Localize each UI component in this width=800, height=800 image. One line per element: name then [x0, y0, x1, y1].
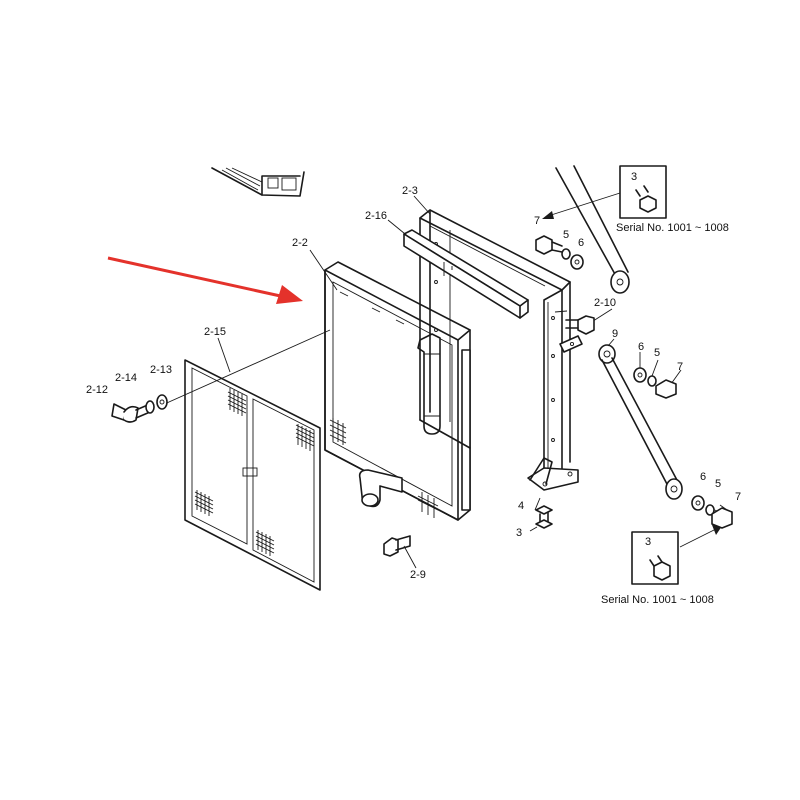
partial-component-top-left: [211, 167, 305, 197]
stay-rod-bottom: [598, 344, 683, 500]
label-5-top: 5: [563, 229, 569, 241]
label-5-mid: 5: [654, 347, 660, 359]
bolt-group-top: [535, 235, 584, 270]
label-9: 9: [612, 328, 618, 340]
label-2-12: 2-12: [86, 384, 108, 396]
part-labels: 2-2 2-3 2-16 2-15 2-12 2-14 2-13 2-9 2-1…: [86, 171, 741, 606]
radiator-core: [324, 261, 471, 521]
mesh-pattern: [194, 388, 315, 556]
core-mesh: [329, 418, 439, 518]
label-2-2: 2-2: [292, 237, 308, 249]
label-2-14: 2-14: [115, 372, 137, 384]
serial-note-top: Serial No. 1001 ~ 1008: [616, 222, 729, 234]
label-2-3: 2-3: [402, 185, 418, 197]
label-7-top: 7: [534, 215, 540, 227]
label-5-bottom: 5: [715, 478, 721, 490]
leader-arrows: [542, 211, 722, 535]
radiator-frame: [419, 209, 583, 491]
bolt-group-bottom: [691, 495, 733, 529]
leader-lines: [159, 192, 731, 569]
bolt-2-9: [383, 535, 411, 557]
seal-bar: [403, 229, 529, 319]
label-7-mid: 7: [677, 361, 683, 373]
label-3-bottom: 3: [645, 536, 651, 548]
serial-note-bottom: Serial No. 1001 ~ 1008: [601, 594, 714, 606]
bolt-2-10: [565, 315, 595, 335]
label-2-15: 2-15: [204, 326, 226, 338]
serial-box-bottom: [631, 531, 679, 585]
label-2-16: 2-16: [365, 210, 387, 222]
bolt-group-foot: [535, 505, 553, 529]
label-2-9: 2-9: [410, 569, 426, 581]
label-6-mid: 6: [638, 341, 644, 353]
serial-box-top: [619, 165, 667, 219]
label-4: 4: [518, 500, 524, 512]
wing-bolt: [111, 394, 168, 423]
label-3-top: 3: [631, 171, 637, 183]
bolt-group-mid: [633, 367, 677, 399]
label-7-bottom: 7: [735, 491, 741, 503]
label-2-13: 2-13: [150, 364, 172, 376]
screen-panel: [184, 359, 321, 591]
label-3-foot: 3: [516, 527, 522, 539]
stay-rod-top: [555, 165, 630, 294]
label-6-bottom: 6: [700, 471, 706, 483]
red-arrow: [107, 256, 303, 304]
label-6-top: 6: [578, 237, 584, 249]
label-2-10: 2-10: [594, 297, 616, 309]
